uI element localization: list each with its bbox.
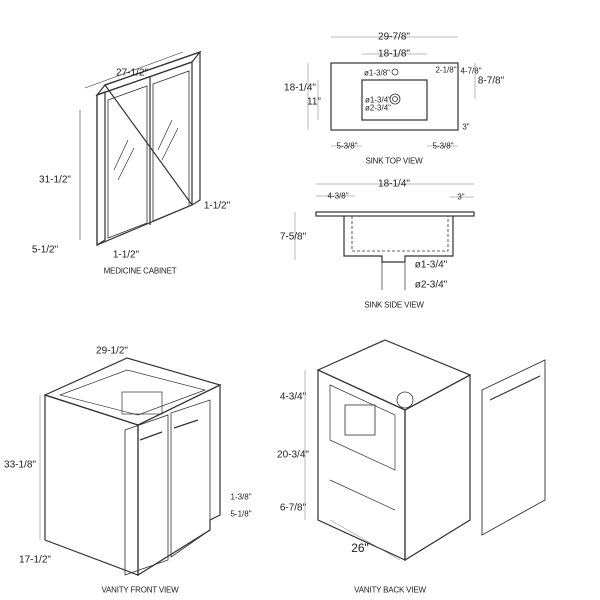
medicine-cabinet-width: 27-1/2" [116, 67, 148, 79]
sink-top-drain-offset: 4-7/8" [460, 66, 482, 76]
vanity-front-height: 33-1/8" [4, 459, 36, 471]
sink-top-drain-outer: ø2-3/4" [365, 103, 391, 113]
sink-side-drain-outer: ø2-3/4" [414, 279, 448, 291]
vanity-back-bottom: 6-7/8" [279, 502, 307, 514]
medicine-cabinet-front-depth: 1-1/2" [112, 249, 140, 261]
vanity-back-top-rail: 4-3/4" [279, 391, 307, 403]
sink-top-basin-width: 18-1/8" [378, 48, 410, 60]
sink-top-caption: SINK TOP VIEW [365, 156, 423, 166]
sink-top-faucet-offset: 2-1/8" [435, 65, 457, 75]
sink-top-drawing [307, 36, 476, 147]
medicine-cabinet-drawing [79, 50, 202, 247]
medicine-cabinet-caption: MEDICINE CABINET [103, 266, 177, 276]
vanity-front-width: 29-1/2" [96, 345, 128, 357]
sink-side-overall: 18-1/4" [378, 178, 410, 190]
sink-top-overall-depth: 18-1/4" [284, 82, 316, 94]
medicine-cabinet-depth: 5-1/2" [31, 244, 59, 256]
sink-top-drain-center: 8-7/8" [477, 75, 505, 87]
vanity-back-opening: 20-3/4" [277, 449, 309, 461]
sink-side-drawing [294, 183, 475, 290]
vanity-front-drawing [39, 357, 222, 577]
sink-top-left-margin: 5-3/8" [336, 141, 358, 151]
sink-side-front-offset: 3" [457, 192, 465, 202]
sink-top-overall-width: 29-7/8" [378, 31, 410, 43]
sink-side-height: 7-5/8" [279, 231, 307, 243]
sink-top-drain-inner: ø1-3/4" [365, 95, 391, 105]
sink-top-front-margin: 3" [462, 122, 470, 132]
sink-top-basin-depth: 11" [307, 96, 321, 108]
sink-top-faucet-hole: ø1-3/8" [364, 68, 390, 78]
vanity-front-toe-gap: 1-3/8" [230, 492, 252, 502]
vanity-front-depth: 17-1/2" [19, 554, 51, 566]
medicine-cabinet-door-depth: 1-1/2" [203, 200, 231, 212]
sink-side-caption: SINK SIDE VIEW [364, 300, 424, 310]
vanity-back-width: 26" [351, 541, 369, 555]
vanity-back-drawing [304, 339, 546, 562]
sink-side-back-offset: 4-3/8" [327, 191, 349, 201]
vanity-front-toe-height: 5-1/8" [230, 509, 252, 519]
medicine-cabinet-height: 31-1/2" [39, 174, 71, 186]
sink-side-drain-inner: ø1-3/4" [414, 259, 448, 271]
sink-top-right-margin: 5-3/8" [432, 141, 454, 151]
vanity-back-caption: VANITY BACK VIEW [354, 585, 426, 595]
vanity-front-caption: VANITY FRONT VIEW [101, 585, 179, 595]
